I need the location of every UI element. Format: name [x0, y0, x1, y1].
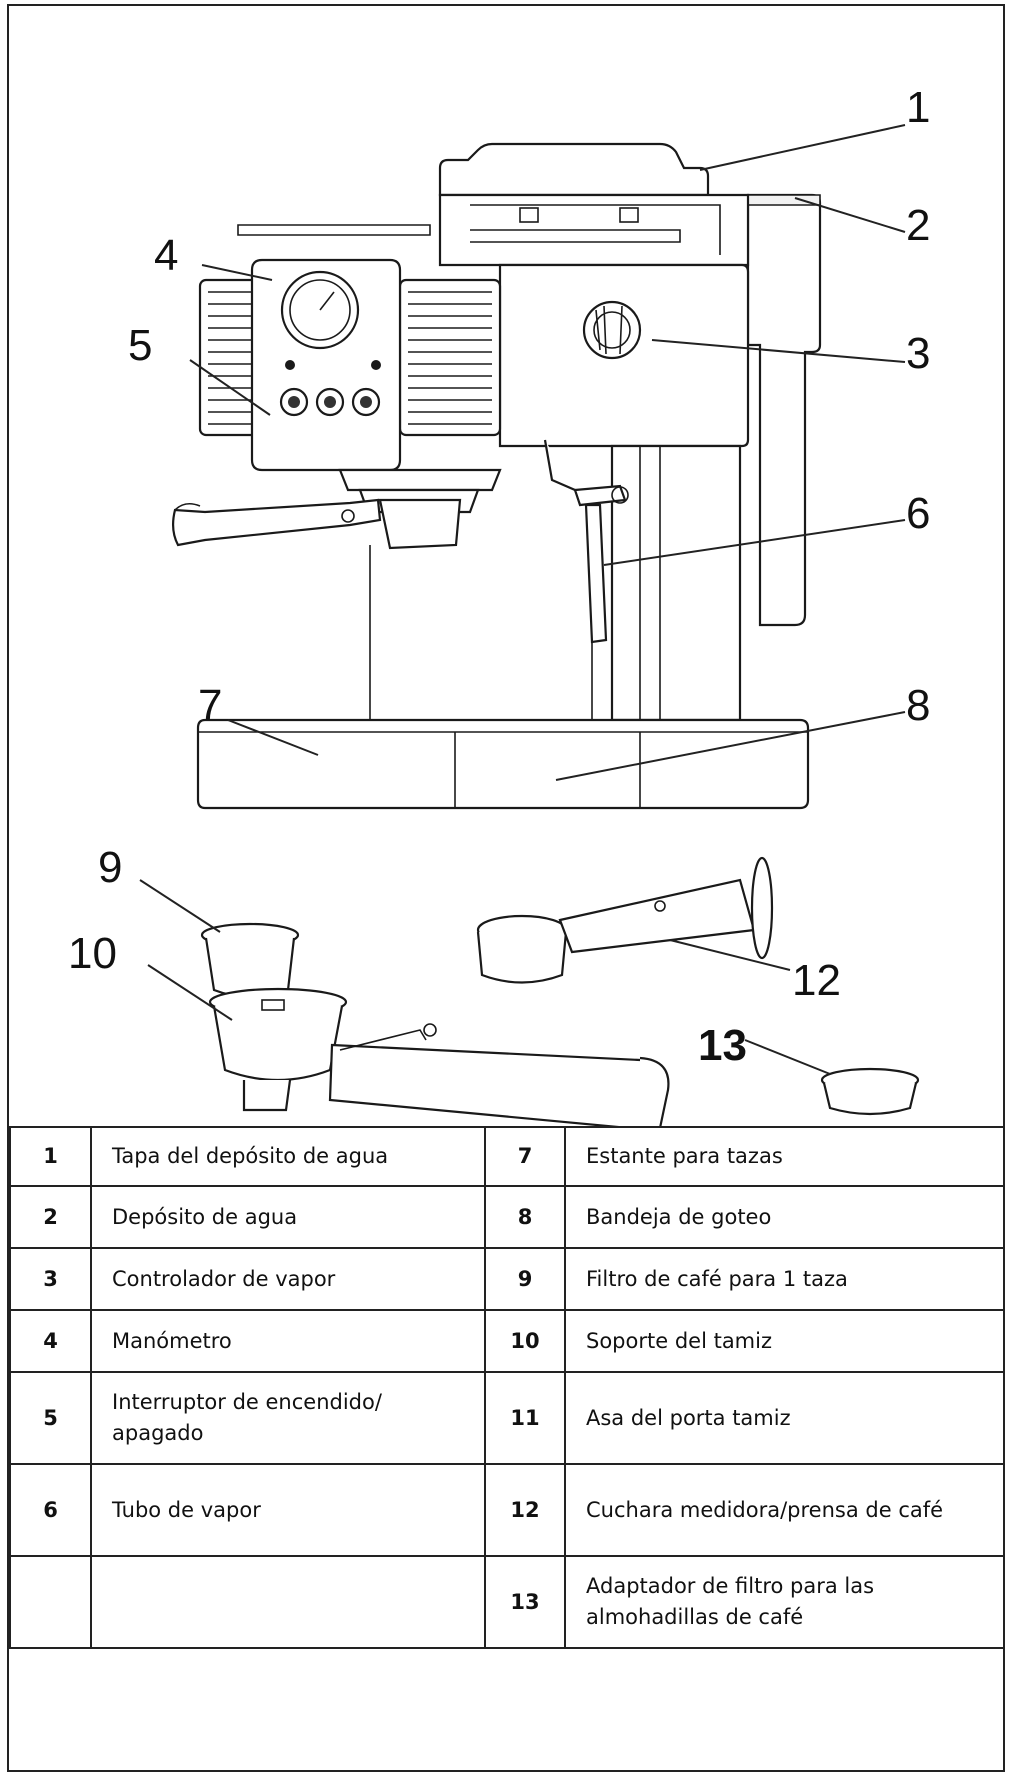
accessories-illustration	[200, 856, 920, 1126]
part-number: 3	[9, 1247, 92, 1311]
part-name: Soporte del tamiz	[564, 1309, 1005, 1373]
part-number: 11	[484, 1371, 566, 1465]
callout-4: 4	[154, 231, 178, 280]
part-name: Cuchara medidora/prensa de café	[564, 1463, 1005, 1557]
part-number: 2	[9, 1185, 92, 1249]
part-name: Bandeja de goteo	[564, 1185, 1005, 1249]
callout-2: 2	[906, 201, 930, 250]
leader-lines	[139, 124, 906, 1075]
part-name: Tapa del depósito de agua	[90, 1126, 486, 1187]
part-number: 5	[9, 1371, 92, 1465]
part-number	[9, 1555, 92, 1649]
part-name: Interruptor de encendido/ apagado	[90, 1371, 486, 1465]
callout-13: 13	[698, 1021, 747, 1070]
diagram-frame	[7, 4, 1005, 1772]
part-name: Manómetro	[90, 1309, 486, 1373]
callout-12: 12	[792, 956, 841, 1005]
callout-5: 5	[128, 321, 152, 370]
callout-numbers: 1 2 3 4 5 6 7 8 9 10 11 12 13	[68, 83, 930, 1070]
part-number: 1	[9, 1126, 92, 1187]
part-number: 4	[9, 1309, 92, 1373]
part-number: 8	[484, 1185, 566, 1249]
part-name: Controlador de vapor	[90, 1247, 486, 1311]
part-number: 13	[484, 1555, 566, 1649]
callout-6: 6	[906, 489, 930, 538]
part-name: Depósito de agua	[90, 1185, 486, 1249]
part-number: 7	[484, 1126, 566, 1187]
callout-8: 8	[906, 681, 930, 730]
callout-7: 7	[198, 681, 222, 730]
callout-9: 9	[98, 843, 122, 892]
part-number: 10	[484, 1309, 566, 1373]
machine-illustration	[171, 142, 822, 810]
part-number: 6	[9, 1463, 92, 1557]
part-name	[90, 1555, 486, 1649]
espresso-machine-diagram: 1 2 3 4 5 6 7 8 9 10 11 12 13	[68, 83, 930, 1126]
part-name: Tubo de vapor	[90, 1463, 486, 1557]
callout-3: 3	[906, 329, 930, 378]
callout-1: 1	[906, 83, 930, 132]
callout-10: 10	[68, 929, 117, 978]
part-name: Asa del porta tamiz	[564, 1371, 1005, 1465]
part-name: Filtro de café para 1 taza	[564, 1247, 1005, 1311]
part-name: Estante para tazas	[564, 1126, 1005, 1187]
part-number: 9	[484, 1247, 566, 1311]
part-number: 12	[484, 1463, 566, 1557]
part-name: Adaptador de filtro para las almohadilla…	[564, 1555, 1005, 1649]
